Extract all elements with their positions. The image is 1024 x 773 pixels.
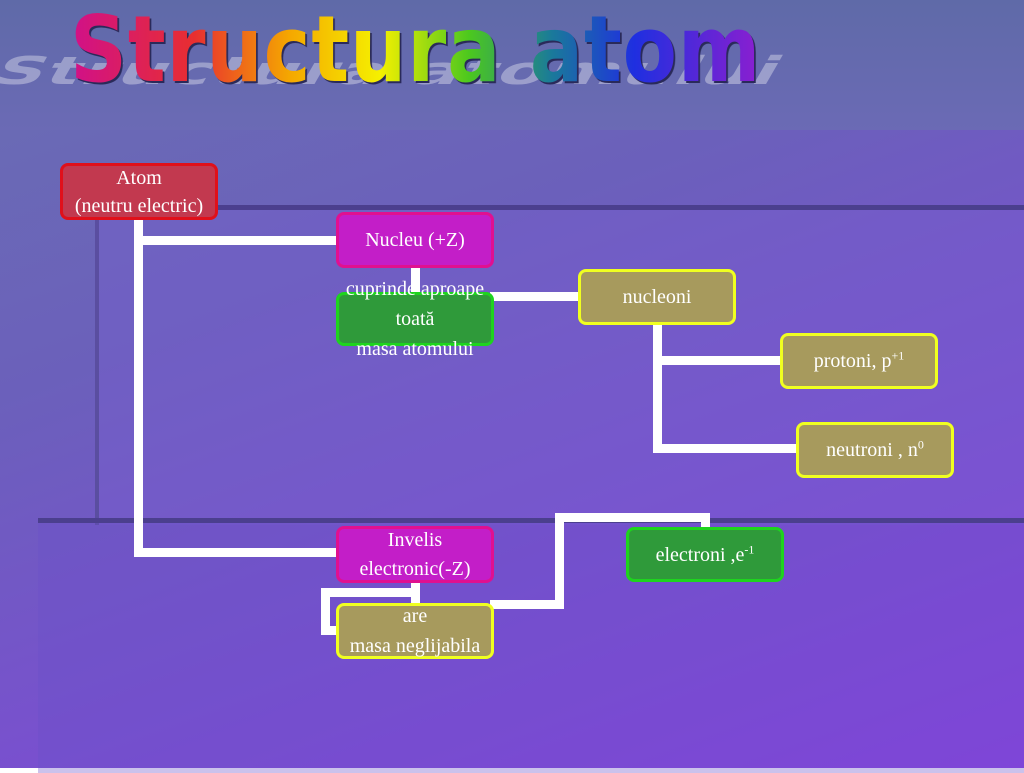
nucleoni-node-label: nucleoni <box>622 286 692 308</box>
connector-atom-invelis <box>134 548 340 557</box>
connector-electroni-drop <box>701 513 710 529</box>
nucleoni-node: nucleoni <box>578 269 736 325</box>
connector-atom-nucleu <box>134 236 340 245</box>
electroni-charge: -1 <box>744 541 755 556</box>
connector-note-loop-bottom <box>321 626 339 635</box>
neutroni-node: neutroni , n0 <box>796 422 954 478</box>
protoni-label-text: protoni, p <box>813 350 892 372</box>
protoni-node-label: protoni, p+1 <box>814 346 905 376</box>
connector-nucleoni-trunk <box>653 322 662 453</box>
connector-nucleoni-neutroni <box>653 444 798 453</box>
invelis-mass-node: are masa neglijabila <box>336 603 494 659</box>
atom-node-sublabel: (neutru electric) <box>74 194 204 217</box>
electroni-label-text: electroni ,e <box>655 543 745 566</box>
neutroni-charge: 0 <box>917 437 924 452</box>
connector-note-loop-top <box>321 588 416 597</box>
invelis-mass-note-line2: masa neglijabila <box>349 635 481 657</box>
nucleu-node-label: Nucleu (+Z) <box>365 229 465 251</box>
nucleu-mass-note-line2: toată <box>395 308 435 330</box>
connector-atom-trunk <box>134 220 143 557</box>
connector-nucleu-note <box>411 266 420 294</box>
connector-note-loop-left <box>321 588 330 635</box>
protoni-node: protoni, p+1 <box>780 333 938 389</box>
connector-invelis-right <box>490 600 562 609</box>
nucleu-mass-note-line1: cuprinde aproape <box>345 278 485 300</box>
neutroni-label-text: neutroni , n <box>826 439 918 461</box>
background-panel-lower <box>38 518 1024 773</box>
invelis-node-sublabel: electronic(-Z) <box>359 557 471 580</box>
nucleu-mass-note-line3: masa atomului <box>356 338 474 360</box>
slide-title: Structura atomului <box>70 0 931 103</box>
protoni-charge: +1 <box>891 348 905 363</box>
atom-node-label: Atom <box>116 166 162 189</box>
nucleu-node: Nucleu (+Z) <box>336 212 494 268</box>
connector-electroni-top <box>555 513 710 522</box>
invelis-mass-note-line1: are <box>402 605 428 627</box>
neutroni-node-label: neutroni , n0 <box>826 435 924 465</box>
invelis-node-label: Invelis <box>387 528 443 551</box>
electroni-node-label: electroni ,e-1 <box>656 540 755 570</box>
connector-note-nucleoni <box>490 292 580 301</box>
electroni-node: electroni ,e-1 <box>626 527 784 582</box>
connector-nucleoni-protoni <box>653 356 781 365</box>
nucleu-mass-note: cuprinde aproape toată masa atomului <box>300 274 530 364</box>
connector-electroni-vertical <box>555 513 564 609</box>
title-band <box>0 0 1024 130</box>
invelis-node: Invelis electronic(-Z) <box>336 526 494 583</box>
nucleu-mass-node <box>336 292 494 346</box>
atom-node: Atom (neutru electric) <box>60 163 218 220</box>
